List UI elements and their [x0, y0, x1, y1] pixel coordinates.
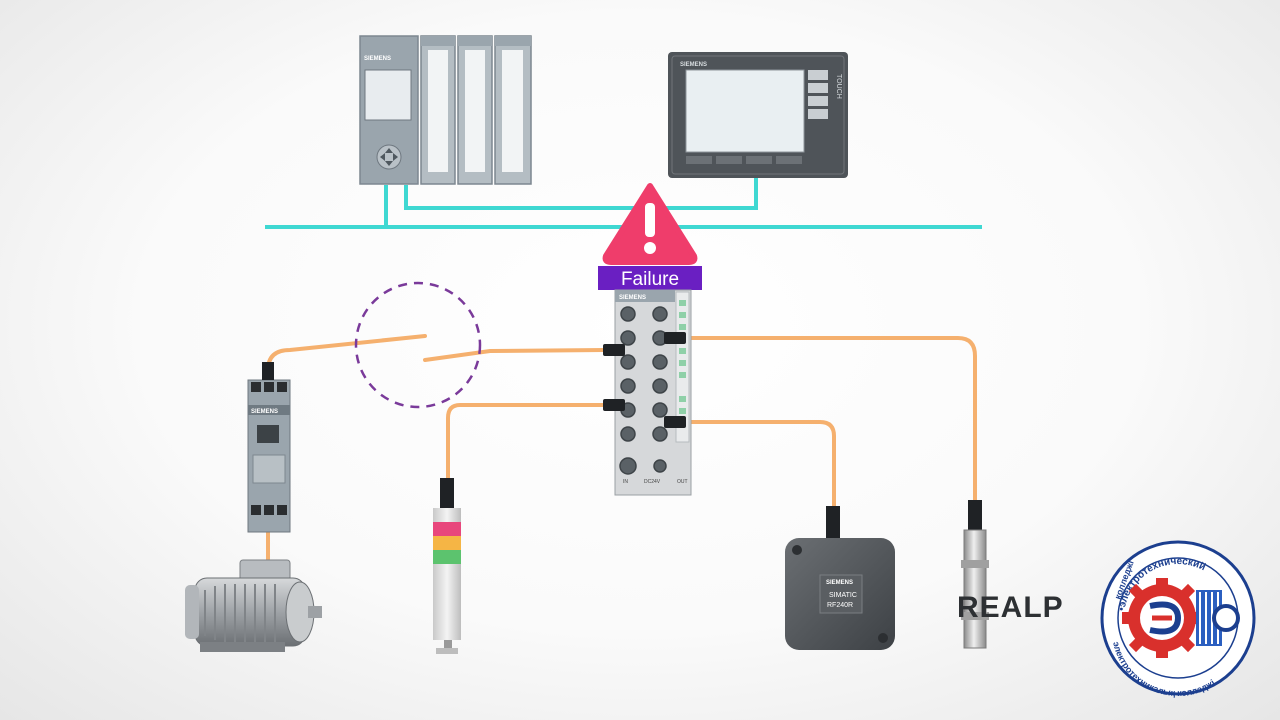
rfid-line2: RF240R — [827, 602, 853, 609]
plc-brand: SIEMENS — [364, 56, 391, 62]
rfid-line1: SIMATIC — [829, 592, 857, 599]
failure-label-text: Failure — [621, 269, 679, 290]
rfid-reader: SIEMENS SIMATIC RF240R — [785, 506, 895, 650]
failure-label: Failure — [598, 266, 702, 290]
plc-controller: SIEMENS — [359, 35, 532, 185]
hmi-brand: SIEMENS — [680, 62, 707, 68]
network-bus — [265, 178, 982, 229]
cable-break-ring — [354, 281, 482, 409]
io-label-power: DC24V — [644, 479, 661, 485]
motor-starter: SIEMENS — [247, 362, 291, 533]
college-logo: •электротехнический электротехникалық ко… — [1100, 540, 1256, 698]
proximity-sensor — [961, 500, 989, 649]
io-label-in: IN — [623, 479, 628, 485]
hmi-side-text: TOUCH — [835, 74, 842, 99]
electric-motor — [185, 559, 322, 652]
signal-tower — [433, 478, 461, 654]
io-label-out: OUT — [677, 479, 688, 485]
rfid-brand: SIEMENS — [826, 580, 853, 586]
motor-starter-brand: SIEMENS — [251, 409, 278, 415]
warning-triangle-icon — [602, 183, 698, 265]
hmi-touch-panel: SIEMENS TOUCH — [668, 52, 848, 178]
watermark-text: REALP — [957, 591, 1064, 624]
io-module: SIEMENS IN DC24V OUT — [603, 289, 692, 496]
gear-icon — [1122, 578, 1202, 658]
io-module-brand: SIEMENS — [619, 295, 646, 301]
